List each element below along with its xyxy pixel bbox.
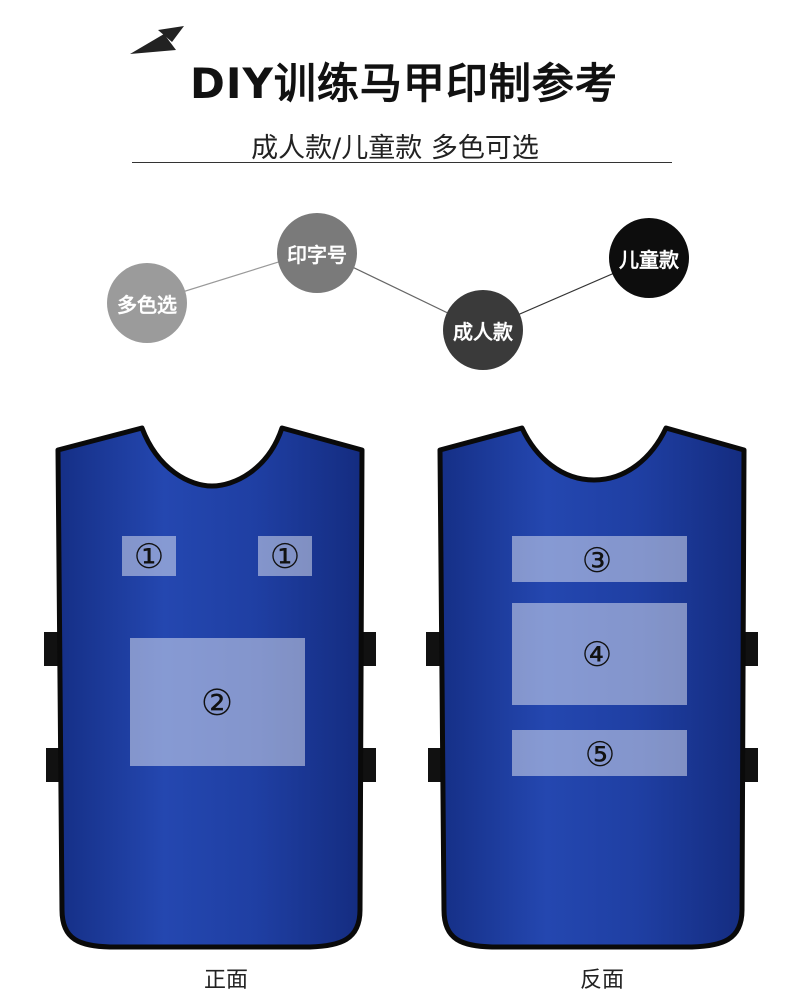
front-zone-2	[130, 638, 305, 766]
front-zone-1-left-number: ①	[134, 537, 164, 577]
bubble-multicolor-label: 多色选	[117, 292, 177, 317]
front-vest: ① ① ②	[44, 425, 376, 950]
back-zone-5	[512, 730, 687, 776]
back-vest-body	[437, 425, 747, 950]
back-zone-4-number: ④	[582, 635, 612, 675]
front-vest-body	[55, 425, 365, 950]
back-zone-5-number: ⑤	[585, 735, 615, 775]
bubble-print-number-label: 印字号	[287, 242, 347, 267]
front-caption: 正面	[203, 968, 248, 993]
bubble-child: 儿童款	[609, 218, 689, 298]
front-zone-1-right	[258, 536, 312, 576]
title-divider	[132, 162, 672, 163]
back-zone-3	[512, 536, 687, 582]
page-subtitle: 成人款/儿童款 多色可选	[251, 133, 539, 164]
bubble-multicolor: 多色选	[107, 263, 187, 343]
back-vest: ③ ④ ⑤	[426, 425, 758, 950]
page-title: DIY训练马甲印制参考	[190, 59, 618, 108]
bubble-connectors	[146, 249, 650, 331]
bubble-child-label: 儿童款	[619, 247, 679, 272]
vest-illustration: ① ① ② ③ ④ ⑤	[44, 425, 758, 950]
back-zone-4	[512, 603, 687, 705]
front-zone-1-left	[122, 536, 176, 576]
back-zone-3-number: ③	[582, 541, 612, 581]
back-caption: 反面	[579, 968, 624, 993]
bubble-adult-label: 成人款	[453, 319, 513, 344]
logo-mark-icon	[130, 26, 184, 54]
bubble-print-number: 印字号	[277, 213, 357, 293]
bubble-adult: 成人款	[443, 290, 523, 370]
front-zone-2-number: ②	[201, 683, 233, 724]
front-zone-1-right-number: ①	[270, 537, 300, 577]
